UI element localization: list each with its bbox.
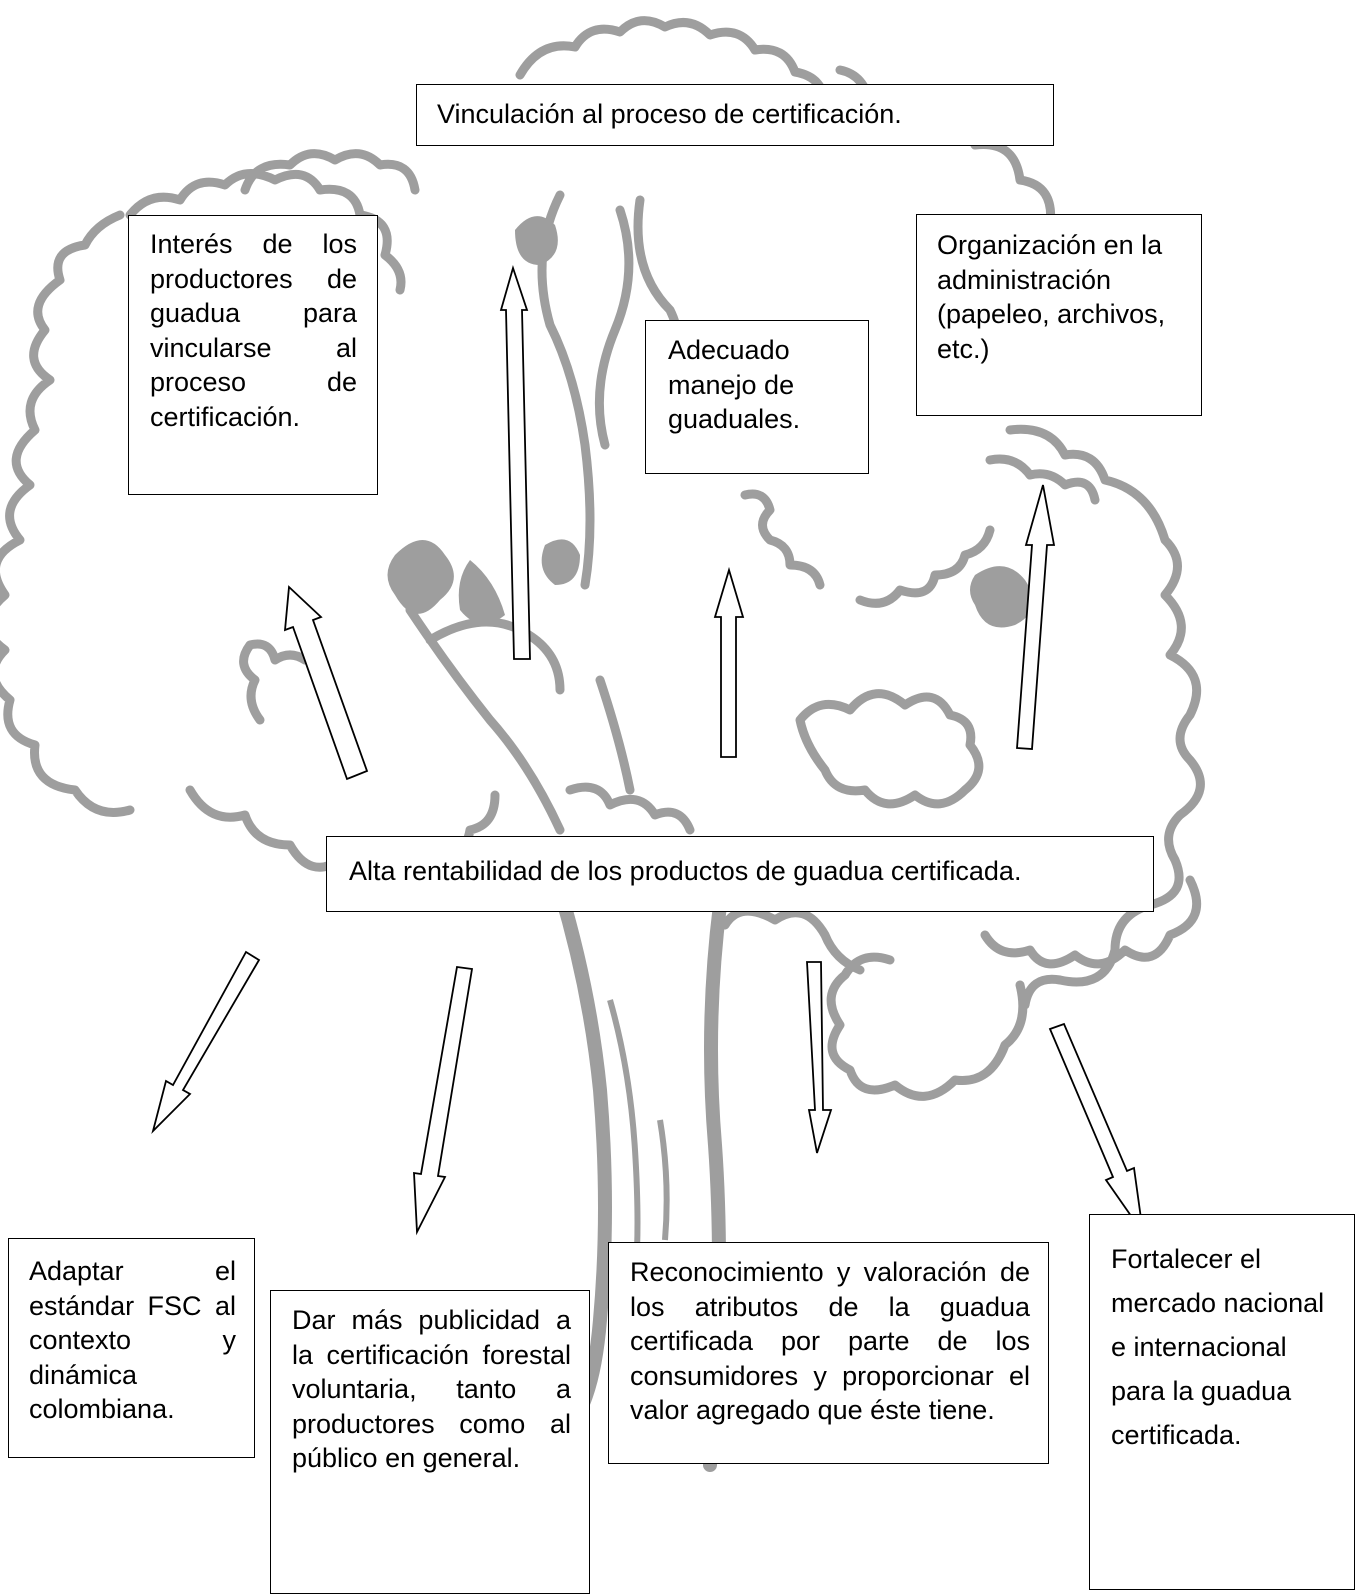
box-publicidad-text: Dar más publicidad a la certificación fo… [292, 1305, 571, 1473]
box-manejo: Adecuado manejo de guaduales. [645, 320, 869, 474]
box-central: Alta rentabilidad de los productos de gu… [326, 836, 1154, 912]
branch-knot [541, 539, 580, 585]
arrow-up-manejo [713, 566, 745, 758]
box-organizacion: Organización en la administración (papel… [916, 214, 1202, 416]
trunk-left [553, 883, 612, 1417]
box-organizacion-text: Organización en la administración (papel… [937, 230, 1166, 364]
branch-knot [515, 216, 558, 265]
box-fortalecer: Fortalecer el mercado nacional e interna… [1089, 1214, 1355, 1590]
branch-lines [405, 190, 682, 835]
box-manejo-text: Adecuado manejo de guaduales. [668, 335, 801, 434]
box-reconocimiento-text: Reconocimiento y valoración de los atrib… [630, 1257, 1030, 1425]
arrow-down-publicidad [413, 965, 474, 1236]
arrow-down-adaptar [151, 950, 261, 1134]
branch-knot [458, 560, 505, 624]
box-interes-text: Interés de los productores de guadua par… [150, 229, 357, 432]
arrow-down-fortalecer [1048, 1022, 1144, 1234]
box-fortalecer-text: Fortalecer el mercado nacional e interna… [1111, 1244, 1325, 1450]
canopy-inner-lines [239, 454, 1100, 835]
box-central-text: Alta rentabilidad de los productos de gu… [349, 856, 1022, 886]
box-publicidad: Dar más publicidad a la certificación fo… [270, 1290, 590, 1594]
arrow-up-interes [283, 585, 369, 781]
branch-knot [387, 540, 454, 614]
box-reconocimiento: Reconocimiento y valoración de los atrib… [608, 1242, 1049, 1464]
box-vinculacion-text: Vinculación al proceso de certificación. [437, 99, 902, 129]
box-vinculacion: Vinculación al proceso de certificación. [416, 84, 1054, 146]
arrow-up-vinculacion [499, 264, 531, 660]
box-adaptar-text: Adaptar el estándar FSC al contexto y di… [29, 1256, 236, 1424]
arrow-down-reconocimiento [806, 961, 833, 1154]
arrow-up-organizacion [1016, 484, 1056, 750]
box-interes: Interés de los productores de guadua par… [128, 215, 378, 495]
branch-knot [970, 566, 1033, 628]
box-adaptar: Adaptar el estándar FSC al contexto y di… [8, 1238, 255, 1458]
